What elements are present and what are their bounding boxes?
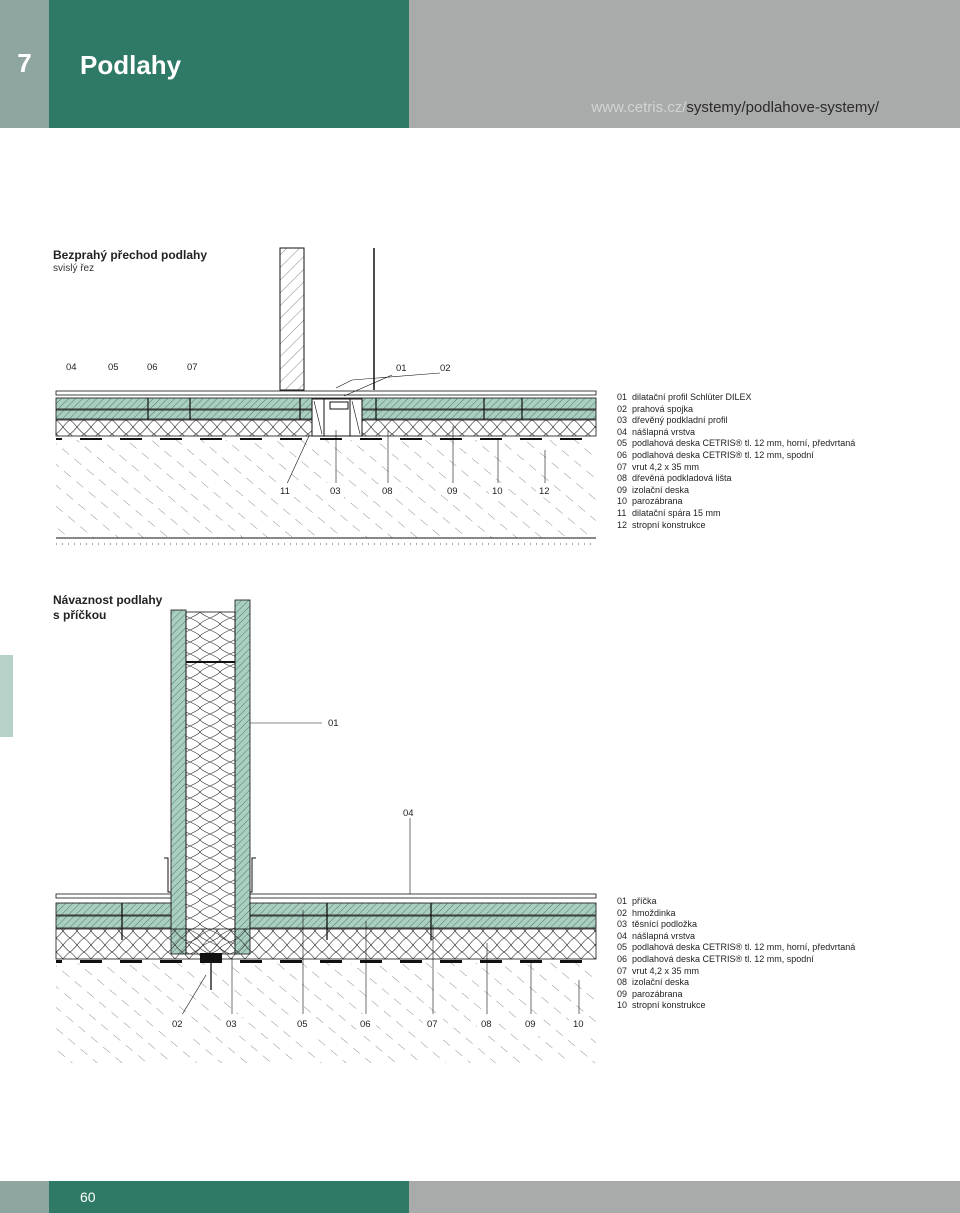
section2-heading: Návaznost podlahy s příčkou <box>53 593 162 623</box>
s1-top-label: 04 <box>66 362 77 373</box>
s1-bottom-label: 10 <box>492 486 503 497</box>
s2-bottom-label: 07 <box>427 1019 438 1030</box>
url-prefix: www.cetris.cz/ <box>591 99 687 116</box>
s1-bottom-label: 09 <box>447 486 458 497</box>
section2-title-line2: s příčkou <box>53 608 107 622</box>
header-title-block <box>49 0 409 128</box>
s2-callout-label: 01 <box>328 718 339 729</box>
s2-bottom-label: 09 <box>525 1019 536 1030</box>
s1-top-label: 07 <box>187 362 198 373</box>
s1-top-label: 01 <box>396 363 407 374</box>
header-left-block <box>0 0 49 128</box>
section1-title: Bezprahý přechod podlahy <box>53 248 208 262</box>
section1-subtitle: svislý řez <box>53 263 95 274</box>
footer-left-block <box>0 1181 49 1213</box>
section2-drawing <box>55 599 597 1063</box>
s1-bottom-label: 03 <box>330 486 341 497</box>
side-tab-marker <box>0 655 13 737</box>
website-link[interactable]: www.cetris.cz/systemy/podlahove-systemy/ <box>409 99 879 116</box>
url-path: systemy/podlahove-systemy/ <box>686 99 879 116</box>
s1-bottom-label: 11 <box>280 486 290 497</box>
s1-bottom-label: 12 <box>539 486 550 497</box>
s1-top-label: 06 <box>147 362 158 373</box>
s2-callout-label: 04 <box>403 808 414 819</box>
s2-bottom-label: 02 <box>172 1019 183 1030</box>
section2-title-line1: Návaznost podlahy <box>53 593 163 607</box>
chapter-number: 7 <box>17 48 32 78</box>
page-number: 60 <box>80 1189 96 1205</box>
s1-top-label: 02 <box>440 363 451 374</box>
s1-bottom-label: 08 <box>382 486 393 497</box>
footer-texture-block <box>409 1181 960 1213</box>
section1-heading: Bezprahý přechod podlahy svislý řez <box>53 248 207 274</box>
s2-bottom-label: 06 <box>360 1019 371 1030</box>
page-title: Podlahy <box>80 50 182 80</box>
section1-drawing <box>55 247 597 545</box>
s1-top-label: 05 <box>108 362 119 373</box>
header-texture-block <box>409 0 960 128</box>
s2-bottom-label: 05 <box>297 1019 308 1030</box>
s2-bottom-label: 03 <box>226 1019 237 1030</box>
footer-green-block <box>49 1181 409 1213</box>
s2-bottom-label: 10 <box>573 1019 584 1030</box>
s2-bottom-label: 08 <box>481 1019 492 1030</box>
